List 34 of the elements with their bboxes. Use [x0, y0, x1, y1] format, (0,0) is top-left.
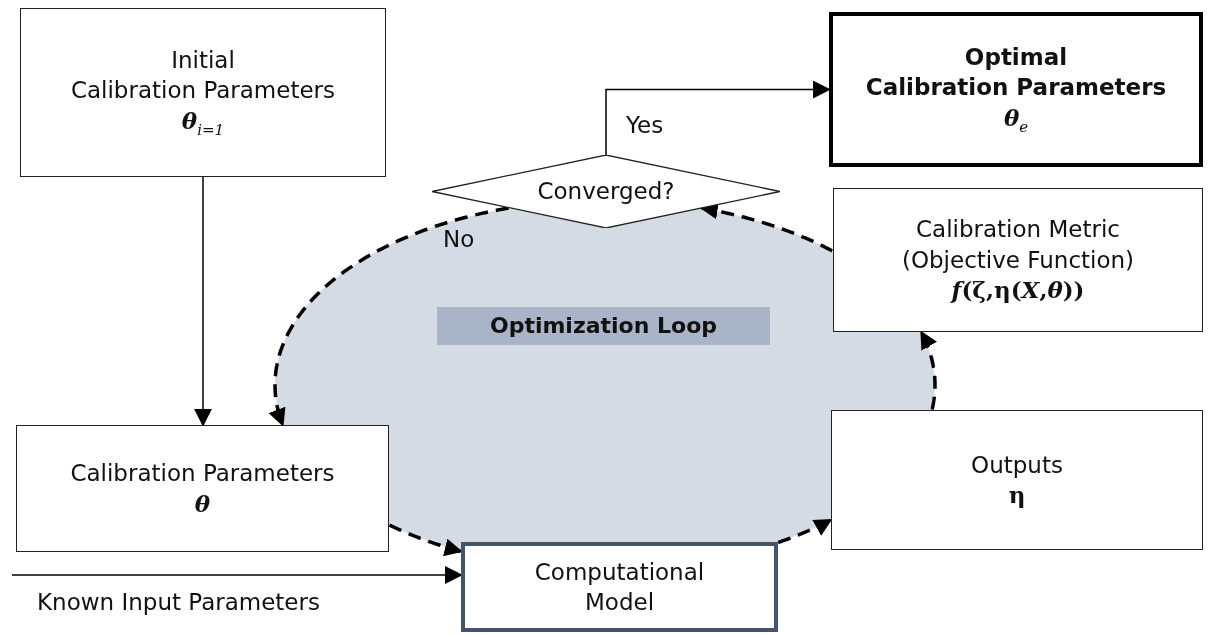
node-text: (Objective Function)	[901, 245, 1135, 275]
node-text: Calibration Parameters	[70, 459, 335, 489]
arrow	[11, 566, 463, 584]
process-box	[831, 410, 1203, 550]
process-box	[833, 188, 1203, 332]
result-box	[829, 12, 1203, 167]
node-text: Computational Model	[533, 557, 706, 617]
node-text: Calibration Metric	[916, 215, 1120, 245]
node-text: Calibration Parameters	[865, 73, 1167, 103]
math-symbol: θ	[194, 488, 211, 519]
decision-diamond	[432, 155, 780, 228]
edge-label: Known Input Parameters	[37, 589, 320, 615]
node-text: Converged?	[537, 177, 675, 207]
math-symbol: θ$_{e}$	[1003, 102, 1029, 138]
math-symbol: θ$_{i=1}$	[181, 105, 225, 141]
arrow	[919, 330, 938, 411]
process-box	[16, 425, 389, 552]
arrow	[388, 523, 463, 557]
edge-label: Yes	[626, 112, 664, 138]
node-text: Initial	[171, 45, 235, 75]
node-text: Calibration Parameters	[70, 76, 336, 106]
node-text: Outputs	[971, 450, 1063, 480]
arrow	[777, 518, 833, 545]
arrow	[605, 80, 831, 156]
math-symbol: η	[1008, 480, 1026, 510]
loop-title-band	[437, 307, 770, 345]
node-text: Optimal	[964, 42, 1068, 72]
math-symbol: f(ζ,η(X,θ))	[951, 275, 1085, 306]
model-box	[461, 542, 778, 632]
arrow	[194, 176, 212, 427]
edge-label: No	[443, 226, 475, 252]
loop-title: Optimization Loop	[489, 312, 718, 341]
process-box	[20, 8, 386, 177]
arrow	[268, 206, 509, 427]
